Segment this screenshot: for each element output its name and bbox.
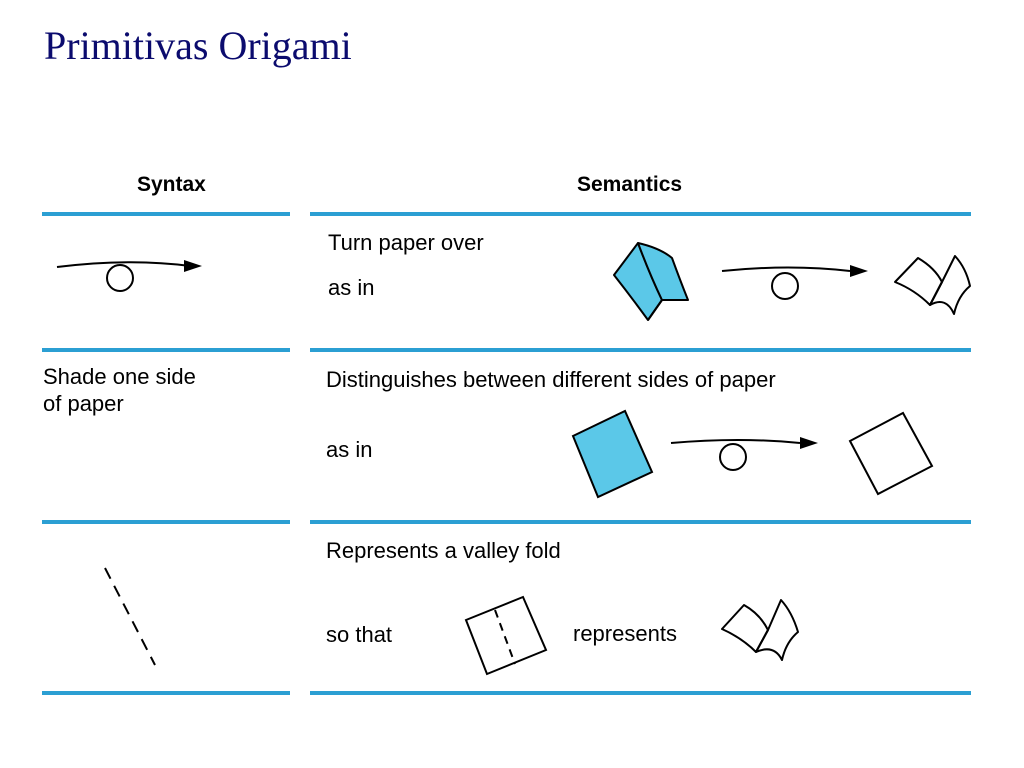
rule-syntax-4 xyxy=(42,691,290,695)
rule-semantics-1 xyxy=(310,212,971,216)
row3-semantics-tertiary: represents xyxy=(573,621,677,646)
valley-fold-dashed-line xyxy=(104,567,156,666)
turn-over-example-symbol xyxy=(721,265,868,300)
semantics-header: Semantics xyxy=(577,173,683,196)
page-title: Primitivas Origami xyxy=(44,23,352,68)
row1-semantics-main: Turn paper over xyxy=(328,230,484,255)
rule-syntax-2 xyxy=(42,348,290,352)
turn-over-symbol xyxy=(56,260,202,292)
rule-syntax-1 xyxy=(42,212,290,216)
square-with-valley-fold-icon xyxy=(464,595,548,676)
turn-over-example-symbol-2 xyxy=(670,437,818,471)
row2-syntax-line1: Shade one side xyxy=(43,364,196,389)
rule-semantics-4 xyxy=(310,691,971,695)
row2-semantics-main: Distinguishes between different sides of… xyxy=(326,367,776,392)
plain-square-icon xyxy=(848,411,934,496)
valley-folded-paper-icon xyxy=(721,599,799,661)
syntax-header: Syntax xyxy=(137,173,206,196)
row3-semantics-main: Represents a valley fold xyxy=(326,538,561,563)
rule-semantics-3 xyxy=(310,520,971,524)
row3-semantics-secondary: so that xyxy=(326,622,393,647)
row1-semantics-secondary: as in xyxy=(328,275,375,300)
folded-paper-shaded-icon xyxy=(613,242,689,321)
rule-semantics-2 xyxy=(310,348,971,352)
row2-syntax-line2: of paper xyxy=(43,391,124,416)
row2-semantics-secondary: as in xyxy=(326,437,373,462)
folded-paper-open-icon xyxy=(894,255,971,315)
rule-syntax-3 xyxy=(42,520,290,524)
shaded-square-icon xyxy=(571,409,654,499)
